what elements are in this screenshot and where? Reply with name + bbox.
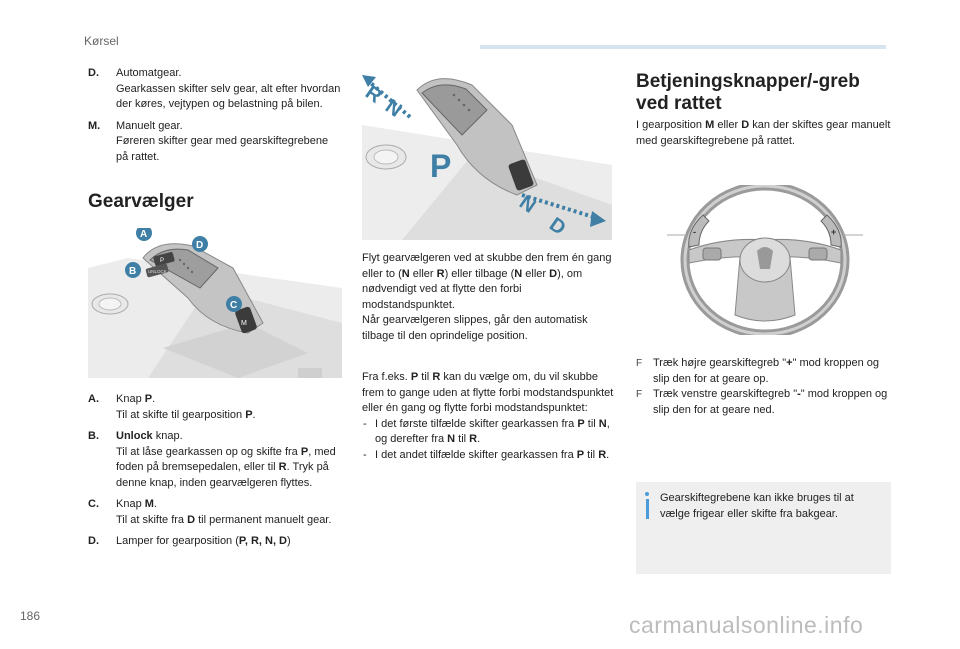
legend-key: B. (88, 430, 99, 442)
bullet-downshift: Træk venstre gearskiftegreb "-" mod krop… (636, 387, 891, 418)
steering-wheel-illustration: - + (667, 185, 863, 335)
lever-label-unlock: UNLOCK (148, 269, 167, 274)
paddle-plus-mark: + (831, 227, 836, 237)
bullet-upshift: Træk højre gearskiftegreb "+" mod kroppe… (636, 356, 891, 387)
callout-c (226, 296, 242, 312)
item-desc: Gearkassen skifter selv gear, alt efter … (116, 82, 341, 111)
legend-key: A. (88, 393, 99, 405)
info-text: Gearskiftegrebene kan ikke bruges til at… (660, 492, 854, 520)
legend-item-b: B. Unlock knap. Til at låse gearkassen o… (88, 429, 343, 491)
callout-b (125, 262, 141, 278)
gear-letter-p: P (430, 148, 451, 184)
legend-title: Lamper for gearposition (P, R, N, D) (116, 535, 291, 547)
item-key: D. (88, 67, 99, 79)
item-key: M. (88, 119, 101, 132)
legend-title: Knap P. (116, 393, 156, 405)
legend-item-a: A. Knap P. Til at skifte til gearpositio… (88, 392, 343, 423)
paddle-minus-mark: - (693, 227, 696, 237)
paragraph-release: Når gearvælgeren slippes, går den automa… (362, 314, 588, 342)
legend-item-d: D. Lamper for gearposition (P, R, N, D) (88, 534, 343, 550)
gear-selector-illustration: M P UNLOCK A D B C (88, 228, 342, 378)
legend-key: D. (88, 535, 99, 547)
legend-desc: Til at skifte til gearposition P. (116, 408, 256, 421)
gear-movement-illustration: R N P N D (362, 65, 612, 240)
item-title: Manuelt gear. (116, 119, 183, 132)
dash-item-first-case: I det første tilfælde skifter gearkassen… (362, 417, 614, 448)
item-desc: Føreren skifter gear med gearskiftegrebe… (116, 135, 329, 163)
callout-d-label: D (196, 240, 203, 251)
legend-title: Unlock knap. (116, 430, 183, 442)
info-icon (645, 492, 649, 520)
info-box: Gearskiftegrebene kan ikke bruges til at… (636, 482, 891, 574)
legend-desc: Til at låse gearkassen op og skifte fra … (116, 445, 336, 489)
section-heading-gearvaelger: Gearvælger (88, 191, 194, 212)
legend-title: Knap M. (116, 498, 157, 510)
paragraph-example: Fra f.eks. P til R kan du vælge om, du v… (362, 371, 614, 414)
left-column: D. Automatgear. Gearkassen skifter selv … (88, 66, 343, 171)
legend-key: C. (88, 498, 99, 510)
mode-item-m: M. Manuelt gear. Føreren skifter gear me… (88, 119, 343, 166)
lever-label-m: M (241, 320, 247, 327)
section-header: Kørsel (84, 34, 119, 48)
position-leds (178, 258, 194, 274)
page-number: 186 (20, 609, 41, 623)
legend-desc: Til at skifte fra D til permanent manuel… (116, 513, 332, 526)
paddle-instructions: Træk højre gearskiftegreb "+" mod kroppe… (636, 356, 891, 418)
callout-d (192, 236, 208, 252)
paragraph-intro-paddles: I gearposition M eller D kan der skiftes… (636, 119, 891, 147)
lever-label-p: P (160, 258, 164, 264)
middle-column-text: Flyt gearvælgeren ved at skubbe den frem… (362, 251, 614, 463)
header-rule (480, 45, 886, 49)
gear-selector-legend: A. Knap P. Til at skifte til gearpositio… (88, 392, 343, 556)
position-leds (452, 93, 471, 112)
callout-a (136, 228, 152, 241)
callout-a-label: A (140, 229, 147, 240)
mode-item-d: D. Automatgear. Gearkassen skifter selv … (88, 66, 343, 113)
paragraph-push-lever: Flyt gearvælgeren ved at skubbe den frem… (362, 252, 612, 311)
legend-item-c: C. Knap M. Til at skifte fra D til perma… (88, 497, 343, 528)
dash-item-second-case: I det andet tilfælde skifter gearkassen … (362, 448, 614, 464)
section-heading-steering-controls: Betjeningsknapper/-greb ved rattet (636, 71, 860, 114)
watermark: carmanualsonline.info (629, 612, 864, 638)
callout-b-label: B (129, 266, 136, 277)
item-title: Automatgear. (116, 67, 182, 79)
callout-c-label: C (230, 300, 237, 311)
